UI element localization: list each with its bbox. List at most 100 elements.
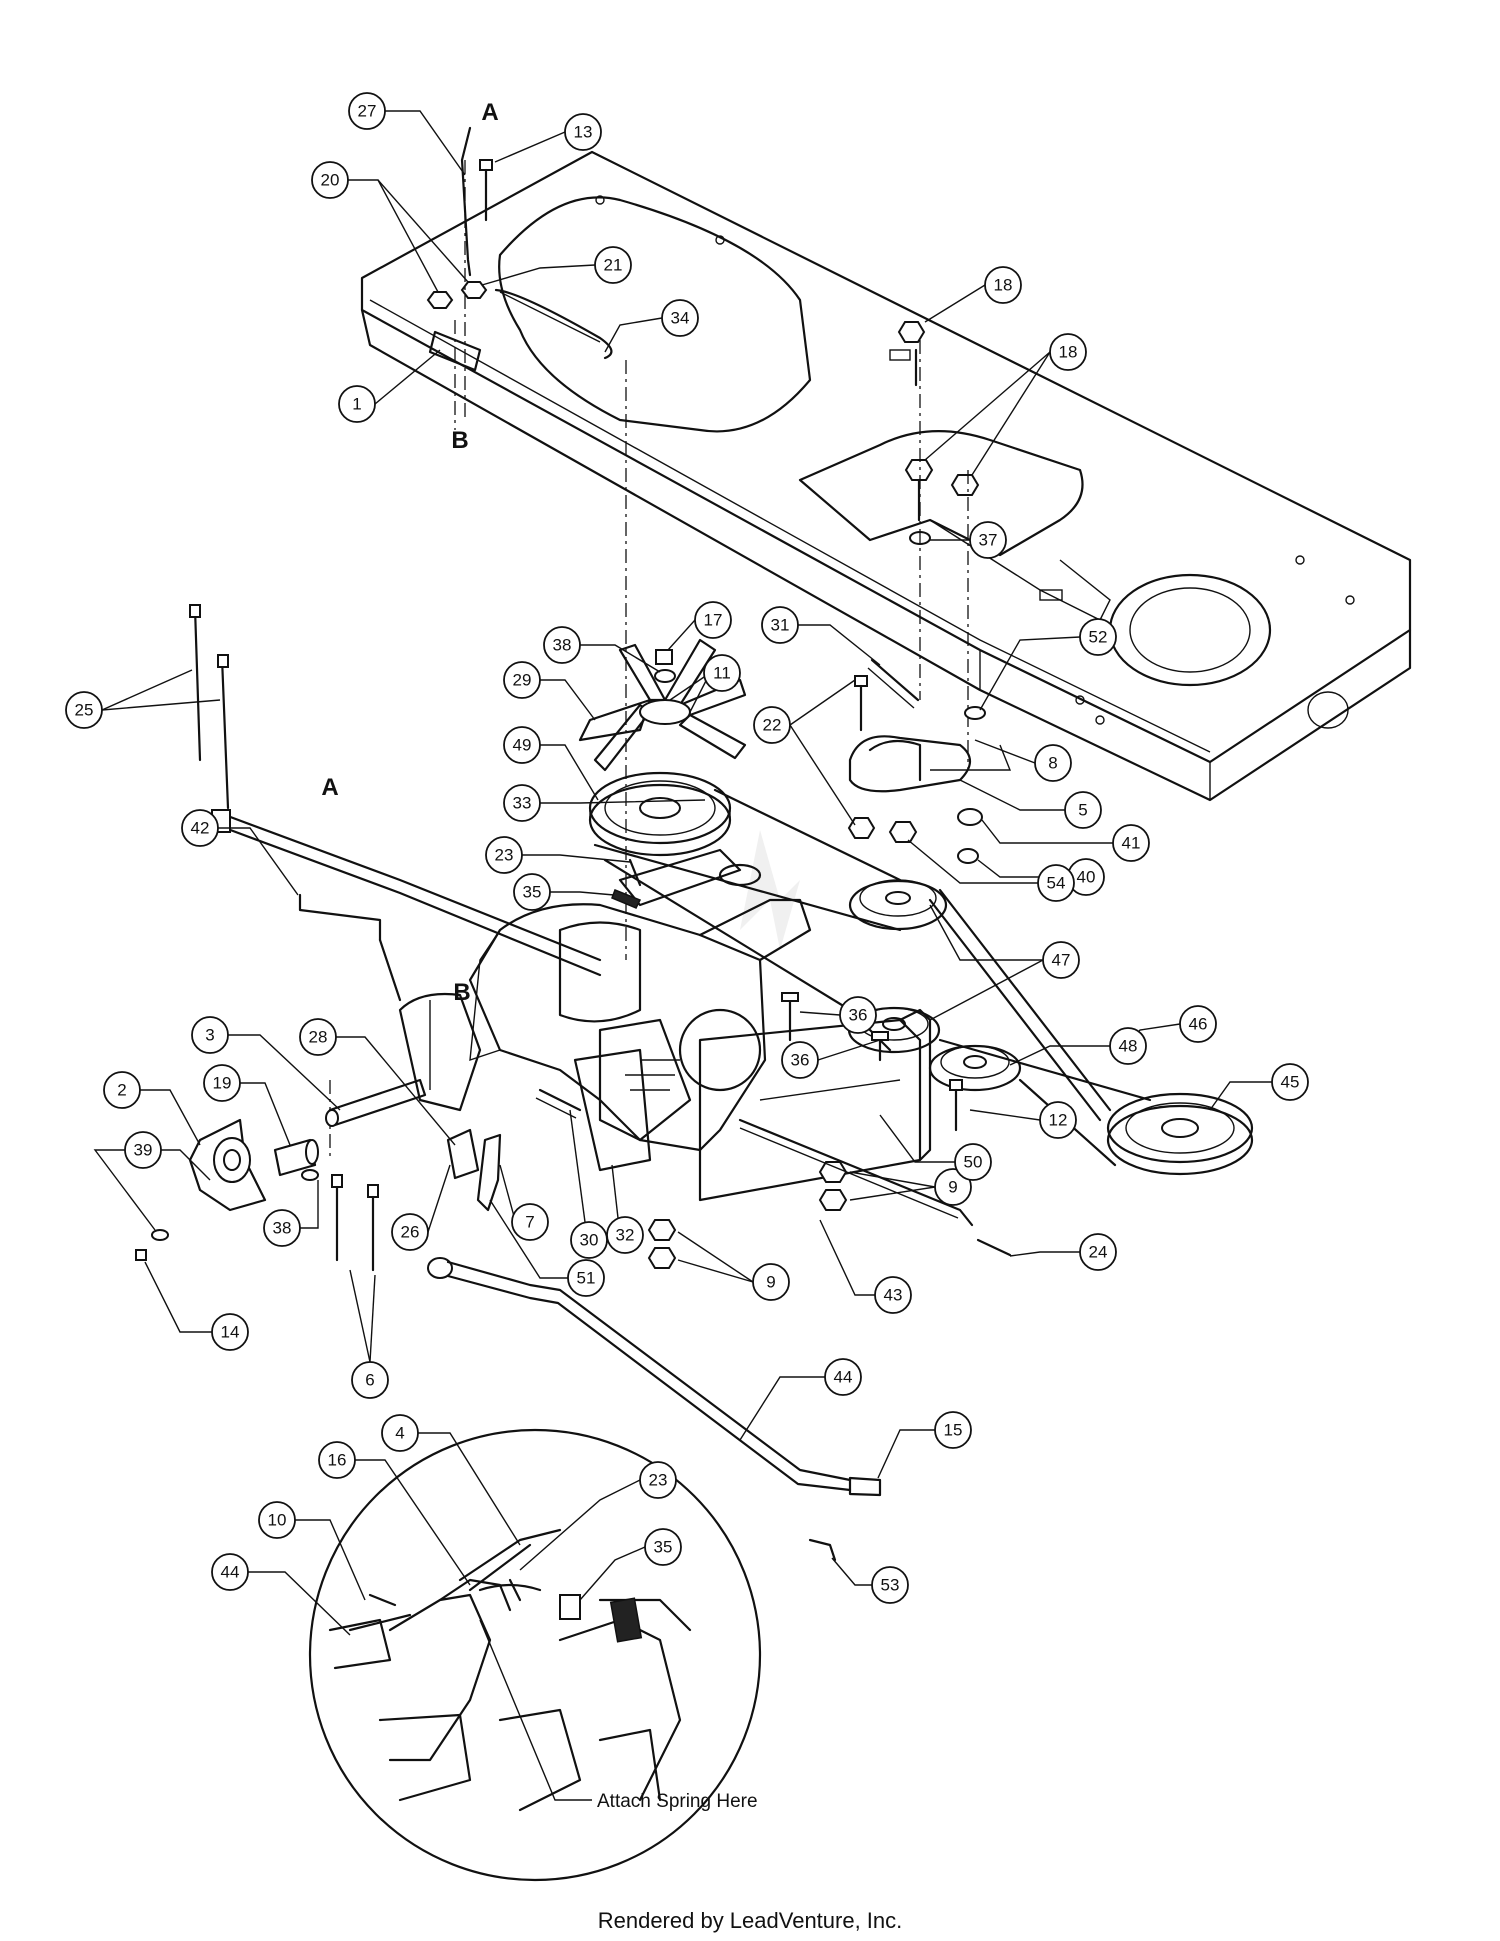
callout-14-label: 14 <box>221 1323 240 1342</box>
fitting-15 <box>848 1476 882 1497</box>
callout-36-right: 36 <box>799 996 877 1034</box>
detail-note: Attach Spring Here <box>479 1619 758 1812</box>
callout-9-right-label: 9 <box>948 1178 957 1197</box>
callout-31: 31 <box>761 606 881 666</box>
callout-38-top-label: 38 <box>553 636 572 655</box>
callout-3-label: 3 <box>205 1026 214 1045</box>
clip-24 <box>976 1238 1012 1257</box>
callout-51-label: 51 <box>577 1269 596 1288</box>
callouts: 1 2 3 4 5 6 <box>65 92 1309 1636</box>
callout-15-label: 15 <box>944 1421 963 1440</box>
frame <box>360 150 1412 802</box>
callout-1-label: 1 <box>352 395 361 414</box>
callout-27: 27 <box>348 92 466 176</box>
callout-44-main: 44 <box>739 1358 862 1441</box>
bolt-13 <box>479 159 493 222</box>
detail-note-text: Attach Spring Here <box>597 1791 758 1812</box>
callout-26-label: 26 <box>401 1223 420 1242</box>
callout-27-label: 27 <box>358 102 377 121</box>
callout-6: 6 <box>349 1269 389 1399</box>
callout-9-left: 9 <box>677 1231 790 1301</box>
callout-49-label: 49 <box>513 736 532 755</box>
callout-1: 1 <box>338 349 441 423</box>
bracket-26-28 <box>446 1128 480 1180</box>
washer-38-bottom <box>301 1169 319 1181</box>
callout-53: 53 <box>831 1557 909 1604</box>
bolt-12 <box>949 1079 963 1132</box>
spring-31 <box>867 658 920 709</box>
bushing-19 <box>273 1138 319 1177</box>
callout-7-label: 7 <box>525 1213 534 1232</box>
callout-36-right-label: 36 <box>849 1006 868 1025</box>
callout-9-left-label: 9 <box>766 1273 775 1292</box>
callout-44-main-label: 44 <box>834 1368 853 1387</box>
callout-22-label: 22 <box>763 716 782 735</box>
callout-19: 19 <box>203 1064 291 1146</box>
callout-46-label: 46 <box>1189 1015 1208 1034</box>
callout-32: 32 <box>606 1164 644 1254</box>
callout-33: 33 <box>503 784 706 822</box>
callout-12: 12 <box>969 1101 1077 1139</box>
ref-letter-a-lower: A <box>321 774 338 801</box>
callout-34: 34 <box>604 299 699 353</box>
ref-letter-a-top: A <box>481 99 498 126</box>
engine-pulley-45 <box>1106 1092 1254 1176</box>
callout-43-label: 43 <box>884 1286 903 1305</box>
hub-2 <box>188 1118 267 1212</box>
callout-25-label: 25 <box>75 701 94 720</box>
callout-20: 20 <box>311 161 469 293</box>
callout-13-label: 13 <box>574 123 593 142</box>
transaxle <box>468 848 812 1152</box>
drive-pulley-49 <box>588 771 732 857</box>
callout-18-top: 18 <box>924 266 1022 323</box>
callout-18-lower: 18 <box>924 333 1087 476</box>
callout-10-label: 10 <box>268 1511 287 1530</box>
callout-52-label: 52 <box>1089 628 1108 647</box>
washer-39 <box>151 1229 169 1241</box>
callout-23-top: 23 <box>485 836 631 874</box>
callout-35-top-label: 35 <box>523 883 542 902</box>
callout-45: 45 <box>1209 1063 1309 1111</box>
callout-45-label: 45 <box>1281 1073 1300 1092</box>
rod-43 <box>738 1118 974 1227</box>
spacer-52 <box>964 706 986 720</box>
callout-4: 4 <box>381 1414 521 1546</box>
nut-54 <box>888 821 918 843</box>
callout-41: 41 <box>981 819 1150 862</box>
callout-5: 5 <box>959 779 1102 829</box>
callout-47-label: 47 <box>1052 951 1071 970</box>
callout-9-right: 9 <box>849 1168 972 1206</box>
callout-49: 49 <box>503 726 599 801</box>
callout-22: 22 <box>753 679 856 826</box>
callout-50-label: 50 <box>964 1153 983 1172</box>
idler-pulley-48 <box>928 1044 1022 1092</box>
callout-14: 14 <box>144 1261 249 1351</box>
idler-bracket-5 <box>848 735 1012 793</box>
callout-2: 2 <box>103 1071 201 1146</box>
shaft-3 <box>325 1078 427 1127</box>
callout-26: 26 <box>391 1164 451 1251</box>
callout-30: 30 <box>569 1109 608 1259</box>
callout-17-label: 17 <box>704 611 723 630</box>
callout-18-lower-label: 18 <box>1059 343 1078 362</box>
callout-40-label: 40 <box>1077 868 1096 887</box>
callout-37-label: 37 <box>979 531 998 550</box>
callout-52: 52 <box>979 618 1117 711</box>
callout-48-label: 48 <box>1119 1037 1138 1056</box>
callout-23-detail: 23 <box>519 1461 677 1571</box>
callout-23-top-label: 23 <box>495 846 514 865</box>
clip-53 <box>808 1538 837 1562</box>
spring-30 <box>535 1088 582 1119</box>
washers-41-40 <box>957 808 983 864</box>
callout-39-label: 39 <box>134 1141 153 1160</box>
callout-46: 46 <box>1119 1005 1217 1056</box>
plate-32 <box>573 1048 652 1172</box>
ref-letter-b-top: B <box>451 427 468 454</box>
callout-42: 42 <box>181 809 299 896</box>
callout-11: 11 <box>669 654 741 713</box>
callout-6-label: 6 <box>365 1371 374 1390</box>
callout-16: 16 <box>318 1441 471 1586</box>
callout-23-detail-label: 23 <box>649 1471 668 1490</box>
callout-43: 43 <box>819 1219 912 1314</box>
